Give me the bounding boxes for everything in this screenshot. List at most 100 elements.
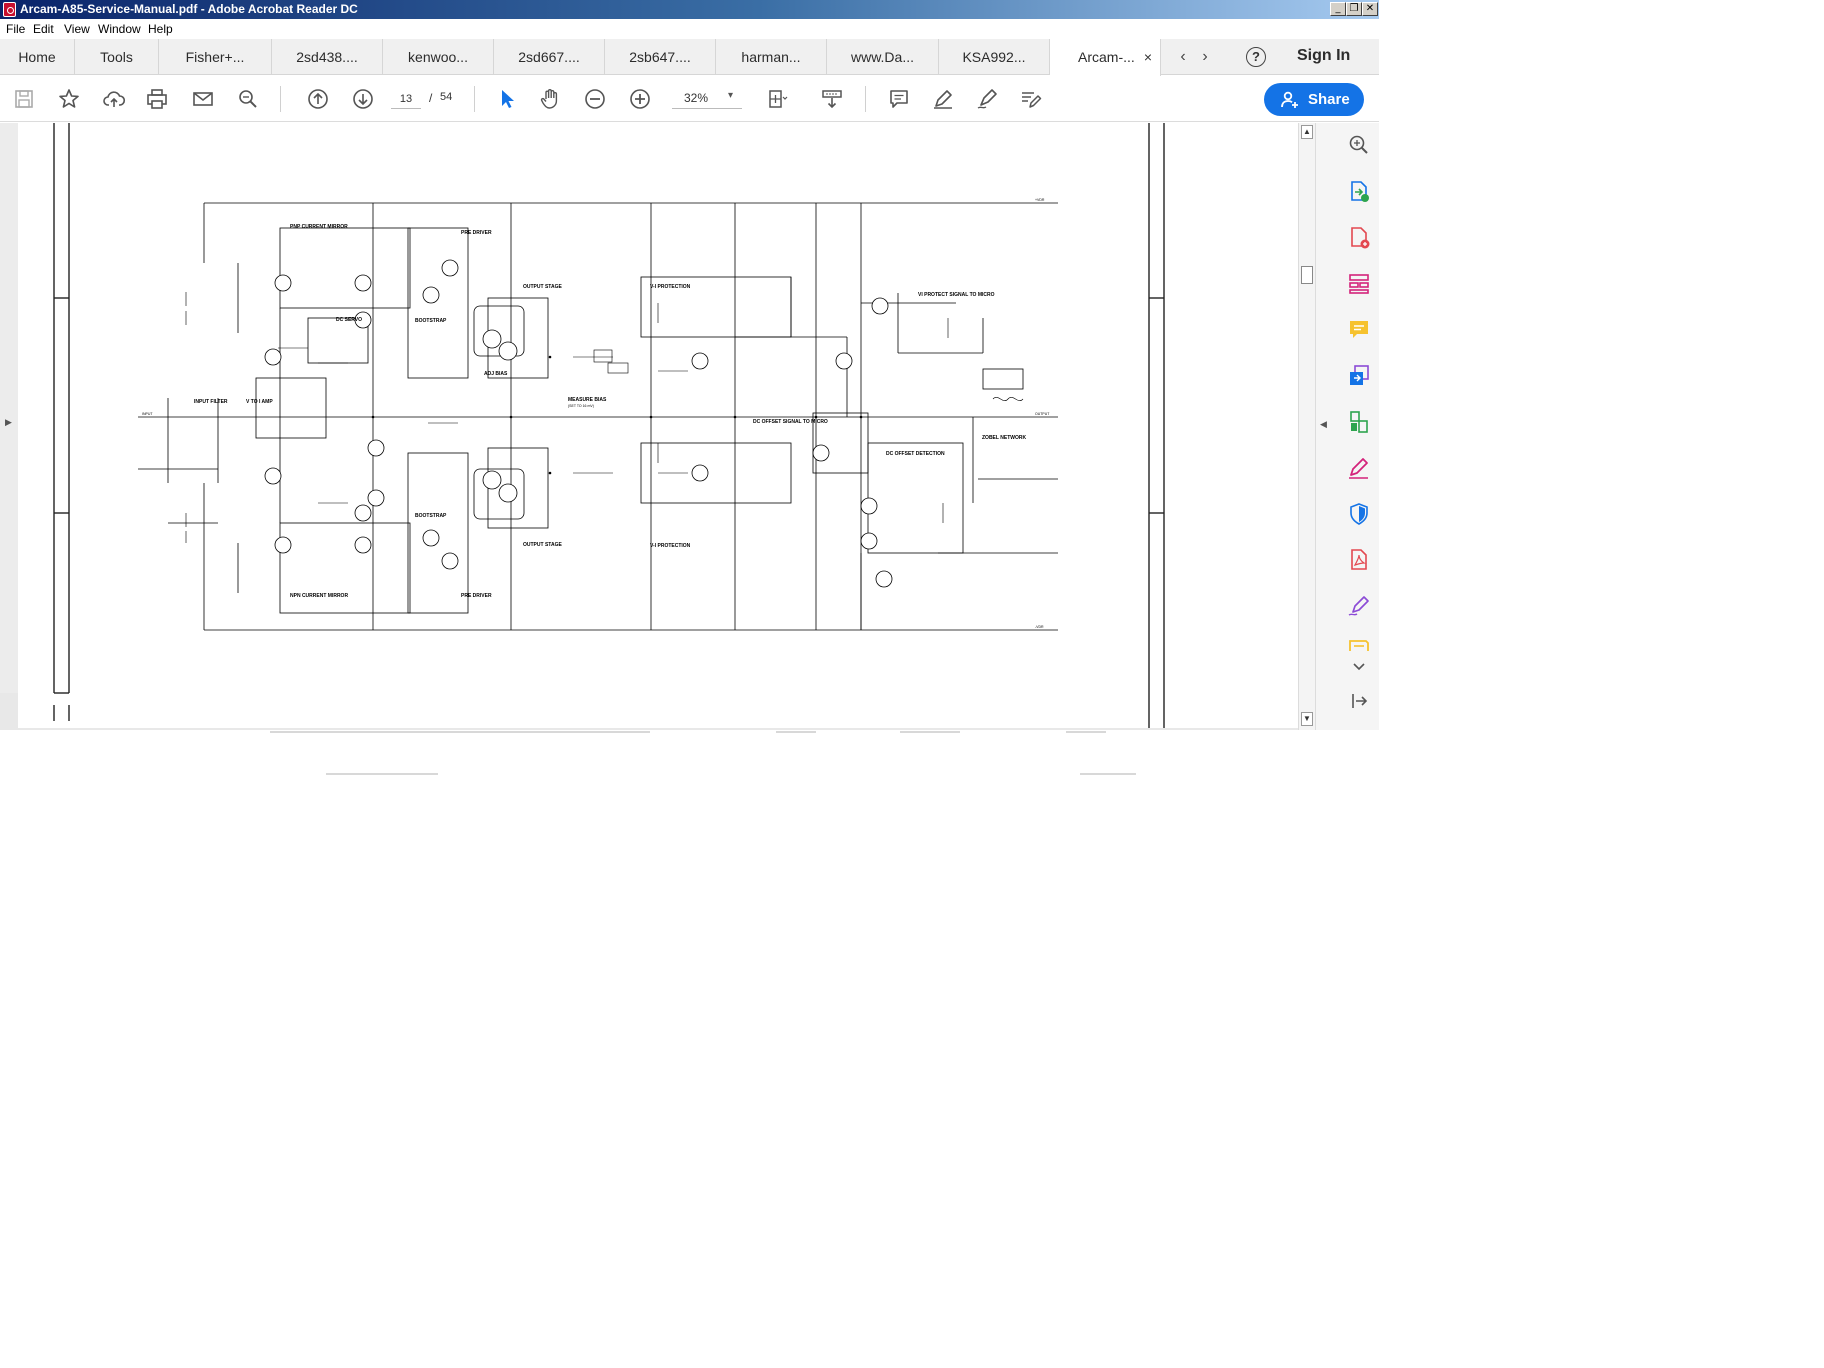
restore-button[interactable]: ❐: [1346, 2, 1362, 16]
fill-sign-icon[interactable]: [975, 87, 999, 111]
tab-document[interactable]: www.Da...: [827, 39, 939, 75]
comment-icon[interactable]: [1346, 317, 1372, 343]
document-viewport[interactable]: ▶: [0, 123, 1300, 730]
compress-pdf-icon[interactable]: [1346, 409, 1372, 435]
edit-pdf-icon[interactable]: [1346, 455, 1372, 481]
net-input: INPUT: [142, 412, 153, 416]
label-vi-protect-signal: VI PROTECT SIGNAL TO MICRO: [918, 292, 995, 298]
tab-document[interactable]: harman...: [716, 39, 827, 75]
label-pre-driver-bottom: PRE DRIVER: [461, 593, 492, 599]
vertical-scrollbar[interactable]: ▲ ▼: [1298, 123, 1315, 730]
zoom-dropdown[interactable]: 32% ▾: [672, 89, 742, 109]
bookmark-star-icon[interactable]: [57, 87, 81, 111]
acrobat-pdf-icon[interactable]: [1346, 547, 1372, 573]
email-icon[interactable]: [191, 87, 215, 111]
chevron-down-icon: ▾: [728, 90, 734, 101]
scroll-up-button[interactable]: ▲: [1301, 125, 1313, 139]
cloud-upload-icon[interactable]: [102, 87, 126, 111]
collapse-panel-icon[interactable]: [1346, 688, 1372, 714]
organize-pages-icon[interactable]: [1346, 271, 1372, 297]
tab-tools[interactable]: Tools: [75, 39, 159, 75]
tab-document[interactable]: kenwoo...: [383, 39, 494, 75]
sign-in-link[interactable]: Sign In: [1297, 47, 1351, 64]
pdf-page: PNP CURRENT MIRROR NPN CURRENT MIRROR PR…: [18, 123, 1300, 728]
menu-help[interactable]: Help: [148, 22, 173, 36]
edit-sign-icon[interactable]: [1019, 87, 1043, 111]
label-bootstrap-bottom: BOOTSTRAP: [415, 513, 447, 519]
protect-icon[interactable]: [1346, 501, 1372, 527]
label-vi-protection-bottom: V-I PROTECTION: [650, 543, 691, 549]
label-output-stage-top: OUTPUT STAGE: [523, 284, 562, 290]
chevron-down-icon[interactable]: [1346, 654, 1372, 671]
fit-page-icon[interactable]: [765, 87, 789, 111]
label-bootstrap-top: BOOTSTRAP: [415, 318, 447, 324]
right-tools-panel: ◀: [1315, 123, 1379, 730]
zoom-search-icon[interactable]: [236, 87, 260, 111]
net-output: OUTPUT: [1035, 412, 1050, 416]
tabs-prev-icon[interactable]: ‹: [1180, 48, 1186, 65]
zoom-in-icon[interactable]: [628, 87, 652, 111]
select-arrow-icon[interactable]: [495, 87, 519, 111]
render-artifact: [270, 731, 650, 733]
label-output-stage-bottom: OUTPUT STAGE: [523, 542, 562, 548]
tab-document[interactable]: Fisher+...: [159, 39, 272, 75]
menu-view[interactable]: View: [64, 22, 90, 36]
menu-window[interactable]: Window: [98, 22, 141, 36]
render-artifact: [326, 773, 438, 775]
label-input-filter: INPUT FILTER: [194, 399, 228, 405]
tab-document-label: Arcam-...: [1078, 49, 1135, 65]
toolbar-divider: [280, 86, 281, 112]
fill-sign-icon[interactable]: [1346, 593, 1372, 619]
tab-document[interactable]: 2sb647....: [605, 39, 716, 75]
tabs-next-icon[interactable]: ›: [1202, 48, 1208, 65]
toolbar-divider: [865, 86, 866, 112]
left-panel-strip: ▶: [0, 123, 18, 693]
zoom-out-icon[interactable]: [583, 87, 607, 111]
page-number-input[interactable]: [391, 89, 421, 109]
export-pdf-icon[interactable]: [1346, 179, 1372, 205]
close-window-button[interactable]: ✕: [1362, 2, 1378, 16]
label-v-to-i: V TO I AMP: [246, 399, 273, 405]
tab-home[interactable]: Home: [0, 39, 75, 75]
help-icon[interactable]: ?: [1246, 47, 1266, 67]
combine-files-icon[interactable]: [1346, 363, 1372, 389]
menu-edit[interactable]: Edit: [33, 22, 54, 36]
menu-bar: File Edit View Window Help: [0, 19, 1379, 39]
tab-document[interactable]: KSA992...: [939, 39, 1050, 75]
label-npn-mirror: NPN CURRENT MIRROR: [290, 593, 348, 599]
search-zoom-icon[interactable]: [1346, 132, 1372, 158]
menu-file[interactable]: File: [6, 22, 26, 36]
label-adj-bias: ADJ BIAS: [484, 371, 508, 377]
sticky-note-icon[interactable]: [1346, 637, 1372, 651]
label-measure-bias: MEASURE BIAS: [568, 397, 607, 403]
label-zobel-network: ZOBEL NETWORK: [982, 435, 1026, 441]
label-dc-servo: DC SERVO: [336, 317, 362, 323]
highlight-pen-icon[interactable]: [931, 87, 955, 111]
acrobat-app-icon: [3, 2, 16, 17]
right-panel-toggle-icon[interactable]: ◀: [1320, 419, 1327, 429]
title-bar: Arcam-A85-Service-Manual.pdf - Adobe Acr…: [0, 0, 1379, 19]
page-down-icon[interactable]: [351, 87, 375, 111]
label-vi-protection-top: V-I PROTECTION: [650, 284, 691, 290]
scroll-thumb[interactable]: [1301, 266, 1313, 284]
print-icon[interactable]: [145, 87, 169, 111]
label-pre-driver-top: PRE DRIVER: [461, 230, 492, 236]
close-tab-icon[interactable]: ×: [1143, 49, 1152, 65]
share-label: Share: [1308, 91, 1350, 108]
page-up-icon[interactable]: [306, 87, 330, 111]
tab-document-active[interactable]: Arcam-... ×: [1050, 39, 1161, 76]
left-panel-toggle-icon[interactable]: ▶: [5, 417, 12, 427]
toolbar-divider: [474, 86, 475, 112]
hand-icon[interactable]: [538, 87, 562, 111]
save-icon[interactable]: [12, 87, 36, 111]
tab-document[interactable]: 2sd667....: [494, 39, 605, 75]
scroll-mode-icon[interactable]: [820, 87, 844, 111]
share-button[interactable]: Share: [1264, 83, 1364, 116]
minimize-button[interactable]: _: [1330, 2, 1346, 16]
scroll-down-button[interactable]: ▼: [1301, 712, 1313, 726]
create-pdf-icon[interactable]: [1346, 225, 1372, 251]
label-dc-offset-signal: DC OFFSET SIGNAL TO MICRO: [753, 419, 828, 425]
net-bottom-rail: -VDR: [1035, 625, 1044, 629]
tab-document[interactable]: 2sd438....: [272, 39, 383, 75]
comment-icon[interactable]: [887, 87, 911, 111]
